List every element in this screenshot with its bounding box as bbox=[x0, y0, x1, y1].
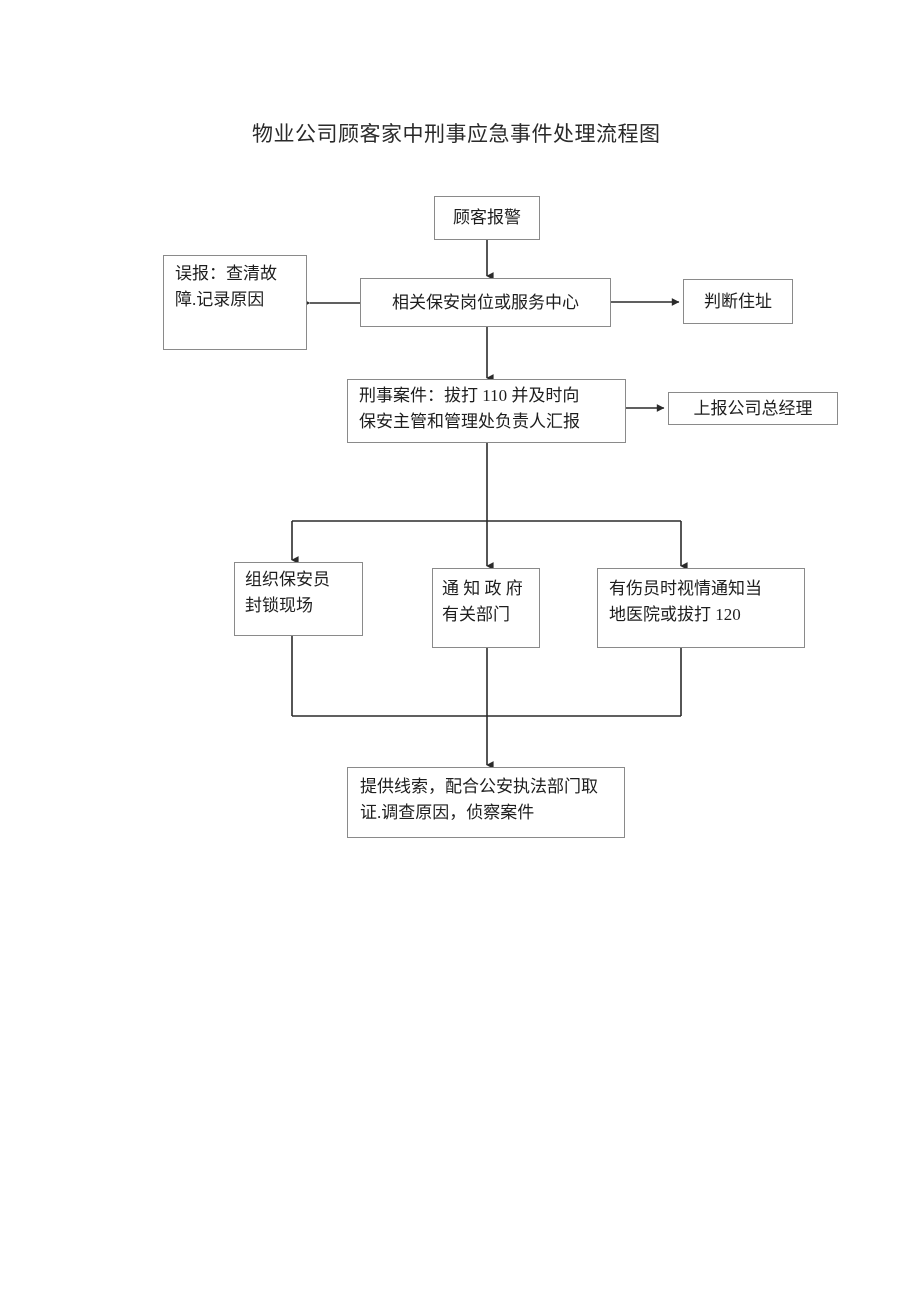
node-notify-hospital-line2: 地医院或拔打 120 bbox=[609, 605, 741, 624]
node-notify-government-line1: 通 知 政 府 bbox=[442, 579, 523, 598]
node-customer-alarm-label: 顾客报警 bbox=[453, 208, 521, 227]
node-notify-government-line2: 有关部门 bbox=[442, 605, 510, 624]
node-criminal-case-line2: 保安主管和管理处负责人汇报 bbox=[359, 412, 580, 431]
node-criminal-case[interactable]: 刑事案件：拔打 110 并及时向 保安主管和管理处负责人汇报 bbox=[347, 379, 626, 443]
node-report-gm-label: 上报公司总经理 bbox=[693, 398, 813, 418]
node-seal-scene-line2: 封锁现场 bbox=[245, 596, 313, 615]
node-false-alarm-line2: 障.记录原因 bbox=[175, 290, 265, 309]
node-seal-scene[interactable]: 组织保安员 封锁现场 bbox=[234, 562, 363, 636]
node-security-post[interactable]: 相关保安岗位或服务中心 bbox=[360, 278, 611, 327]
node-judge-address-label: 判断住址 bbox=[704, 291, 772, 311]
node-provide-clues-line1: 提供线索，配合公安执法部门取 bbox=[360, 777, 598, 796]
node-notify-hospital[interactable]: 有伤员时视情通知当 地医院或拔打 120 bbox=[597, 568, 805, 648]
node-false-alarm-line1: 误报：查清故 bbox=[175, 264, 277, 283]
node-security-post-label: 相关保安岗位或服务中心 bbox=[392, 292, 579, 312]
node-notify-hospital-line1: 有伤员时视情通知当 bbox=[609, 579, 762, 598]
node-judge-address[interactable]: 判断住址 bbox=[683, 279, 793, 324]
page-title: 物业公司顾客家中刑事应急事件处理流程图 bbox=[252, 123, 661, 146]
node-provide-clues[interactable]: 提供线索，配合公安执法部门取 证.调查原因，侦察案件 bbox=[347, 767, 625, 838]
node-seal-scene-line1: 组织保安员 bbox=[245, 570, 330, 589]
node-false-alarm[interactable]: 误报：查清故 障.记录原因 bbox=[163, 255, 307, 350]
node-report-gm[interactable]: 上报公司总经理 bbox=[668, 392, 838, 425]
node-provide-clues-line2: 证.调查原因，侦察案件 bbox=[360, 803, 535, 822]
node-criminal-case-line1: 刑事案件：拔打 110 并及时向 bbox=[359, 386, 580, 405]
node-customer-alarm[interactable]: 顾客报警 bbox=[434, 196, 540, 240]
node-notify-government[interactable]: 通 知 政 府 有关部门 bbox=[432, 568, 540, 648]
